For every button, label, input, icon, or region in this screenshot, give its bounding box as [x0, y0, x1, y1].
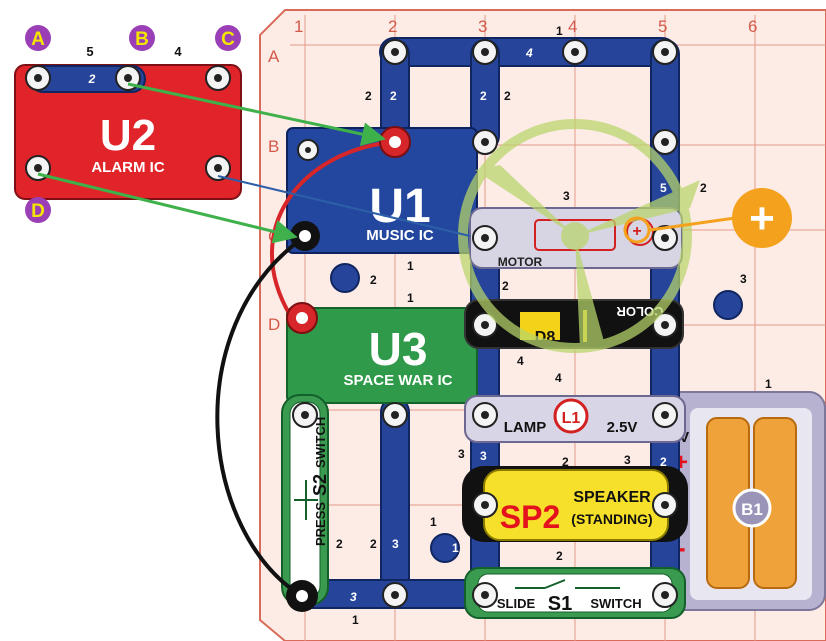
num-strip1-mid: 1	[407, 259, 414, 273]
num-a-mid: 2	[504, 89, 511, 103]
num-strip2-sp: 2	[562, 455, 569, 469]
num-strip2-mid: 2	[502, 279, 509, 293]
lamp-rating: 2.5V	[607, 419, 638, 436]
u2-name: U2	[100, 111, 156, 160]
u3-desc: SPACE WAR IC	[344, 372, 453, 389]
num-strip2-right: 2	[660, 455, 667, 469]
col-label-4: 4	[568, 17, 577, 36]
u1-desc: MUSIC IC	[366, 227, 434, 244]
num-strip3-sp: 3	[624, 453, 631, 467]
num-strip2-left-b: 2	[370, 537, 377, 551]
row-label-d: D	[268, 315, 280, 334]
motor-label: MOTOR	[498, 255, 543, 269]
s2-switch: SWITCH	[313, 417, 328, 468]
num-single-1a: 1	[430, 515, 437, 529]
col-label-6: 6	[748, 17, 757, 36]
plus-zoom-icon[interactable]: +	[732, 188, 792, 248]
num-strip3-bottom: 3	[350, 590, 357, 604]
lamp-id: L1	[562, 410, 581, 427]
speaker-line1: SPEAKER	[573, 489, 651, 506]
num-strip1-batt: 1	[765, 377, 772, 391]
row-label-a: A	[268, 47, 280, 66]
num-single-1b: 1	[452, 541, 459, 555]
component-lamp-l1: L1 LAMP 2.5V	[465, 396, 685, 442]
callout-d: D	[31, 201, 45, 222]
num-spring-right: 3	[740, 272, 747, 286]
num-top-a: 1	[556, 24, 563, 38]
num-strip4-led: 4	[517, 354, 524, 368]
num-strip3-left: 3	[392, 537, 399, 551]
callout-b: B	[135, 29, 149, 50]
motor-plus: +	[632, 223, 641, 240]
speaker-id: SP2	[500, 499, 560, 535]
num-col5-right: 2	[700, 181, 707, 195]
lamp-name: LAMP	[504, 419, 547, 436]
u2-num-left: 5	[86, 44, 93, 59]
num-a-left-inner: 2	[390, 89, 397, 103]
num-strip3-sp-inner: 3	[480, 449, 487, 463]
num-a-left: 2	[365, 89, 372, 103]
num-a-mid-inner: 2	[480, 89, 487, 103]
u2-strip-num: 2	[88, 72, 96, 86]
num-strip1-bottom: 1	[352, 613, 359, 627]
battery-id: B1	[741, 500, 763, 519]
num-strip3-lamp: 3	[458, 447, 465, 461]
battery-holder-b1: B1 3V + -	[665, 392, 825, 610]
num-strip4-lower: 4	[555, 371, 562, 385]
col-label-3: 3	[478, 17, 487, 36]
col-label-5: 5	[658, 17, 667, 36]
num-strip1-u3: 1	[407, 291, 414, 305]
num-top-a-inner: 4	[525, 46, 533, 60]
s2-id: S2	[310, 474, 330, 496]
u2-desc: ALARM IC	[91, 159, 164, 176]
u2-num-right: 4	[174, 44, 182, 59]
row-label-b: B	[268, 137, 279, 156]
num-col5: 5	[660, 181, 667, 195]
u3-name: U3	[369, 323, 428, 375]
speaker-line2: (STANDING)	[571, 511, 652, 527]
plus-icon: +	[749, 194, 775, 243]
s1-id: S1	[548, 593, 572, 615]
num-strip2-left: 2	[336, 537, 343, 551]
component-switch-s1: SLIDE S1 SWITCH	[465, 568, 685, 618]
callout-a: A	[31, 29, 45, 50]
callout-c: C	[221, 29, 235, 50]
num-single-left: 2	[370, 273, 377, 287]
num-strip2-bottom: 2	[556, 549, 563, 563]
s1-left: SLIDE	[497, 596, 536, 611]
num-strip3-top: 3	[563, 189, 570, 203]
s1-right: SWITCH	[590, 596, 641, 611]
col-label-2: 2	[388, 17, 397, 36]
col-label-1: 1	[294, 17, 303, 36]
s2-press: PRESS	[313, 502, 328, 546]
